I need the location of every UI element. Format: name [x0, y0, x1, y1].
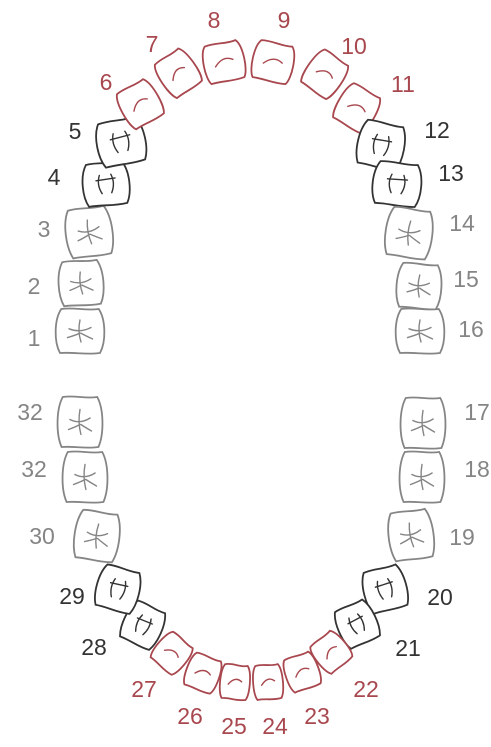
tooth-number-label: 26 — [177, 703, 203, 729]
tooth-24 — [252, 663, 285, 701]
tooth-number-label: 22 — [353, 676, 379, 702]
tooth-number-label: 32 — [17, 399, 43, 425]
tooth-number-label: 17 — [464, 399, 490, 425]
tooth-number-label: 11 — [391, 71, 415, 97]
tooth-number-label: 13 — [438, 160, 464, 186]
tooth-14 — [382, 205, 435, 260]
tooth-number-label: 8 — [208, 7, 221, 33]
tooth-15 — [395, 262, 443, 310]
tooth-8 — [200, 39, 248, 86]
tooth-number-label: 12 — [424, 117, 450, 143]
tooth-number-label: 23 — [304, 703, 330, 729]
tooth-number-label: 1 — [28, 325, 41, 351]
tooth-16 — [396, 308, 445, 353]
tooth-32 — [58, 396, 103, 447]
tooth-number-label: 27 — [131, 676, 157, 702]
tooth-number-label: 5 — [69, 118, 82, 144]
tooth-3 — [62, 204, 115, 259]
tooth-number-label: 4 — [48, 164, 61, 190]
tooth-outline — [200, 39, 248, 86]
tooth-number-label: 7 — [146, 31, 159, 57]
tooth-outline — [219, 663, 252, 701]
tooth-number-label: 30 — [29, 523, 55, 549]
tooth-18 — [400, 451, 445, 502]
tooth-outline — [249, 39, 297, 86]
tooth-number-label: 21 — [395, 635, 421, 661]
tooth-number-label: 2 — [28, 273, 41, 299]
tooth-number-label: 6 — [100, 69, 113, 95]
tooth-number-label: 9 — [278, 7, 291, 33]
tooth-number-label: 15 — [453, 266, 479, 292]
tooth-outline — [252, 663, 285, 701]
tooth-outline — [151, 45, 205, 100]
tooth-2 — [57, 259, 105, 307]
tooth-number-label: 18 — [464, 456, 490, 482]
tooth-1 — [56, 308, 105, 353]
tooth-number-label: 19 — [449, 524, 475, 550]
tooth-number-label: 29 — [59, 583, 85, 609]
tooth-17 — [401, 397, 446, 448]
tooth-number-label: 32 — [21, 456, 47, 482]
teeth-layer — [56, 39, 446, 701]
tooth-number-label: 14 — [449, 210, 475, 236]
tooth-number-label: 24 — [262, 713, 288, 739]
tooth-number-label: 10 — [341, 33, 367, 59]
tooth-number-label: 3 — [38, 216, 51, 242]
tooth-number-label: 20 — [427, 584, 453, 610]
tooth-7 — [151, 45, 205, 100]
tooth-number-label: 28 — [81, 634, 107, 660]
tooth-outline — [371, 160, 424, 208]
tooth-number-label: 16 — [458, 316, 484, 342]
tooth-13 — [371, 160, 424, 208]
tooth-32 — [63, 451, 108, 502]
tooth-9 — [249, 39, 297, 86]
tooth-25 — [219, 663, 252, 701]
tooth-30 — [71, 509, 122, 564]
tooth-number-label: 25 — [221, 713, 247, 739]
tooth-19 — [385, 508, 436, 563]
